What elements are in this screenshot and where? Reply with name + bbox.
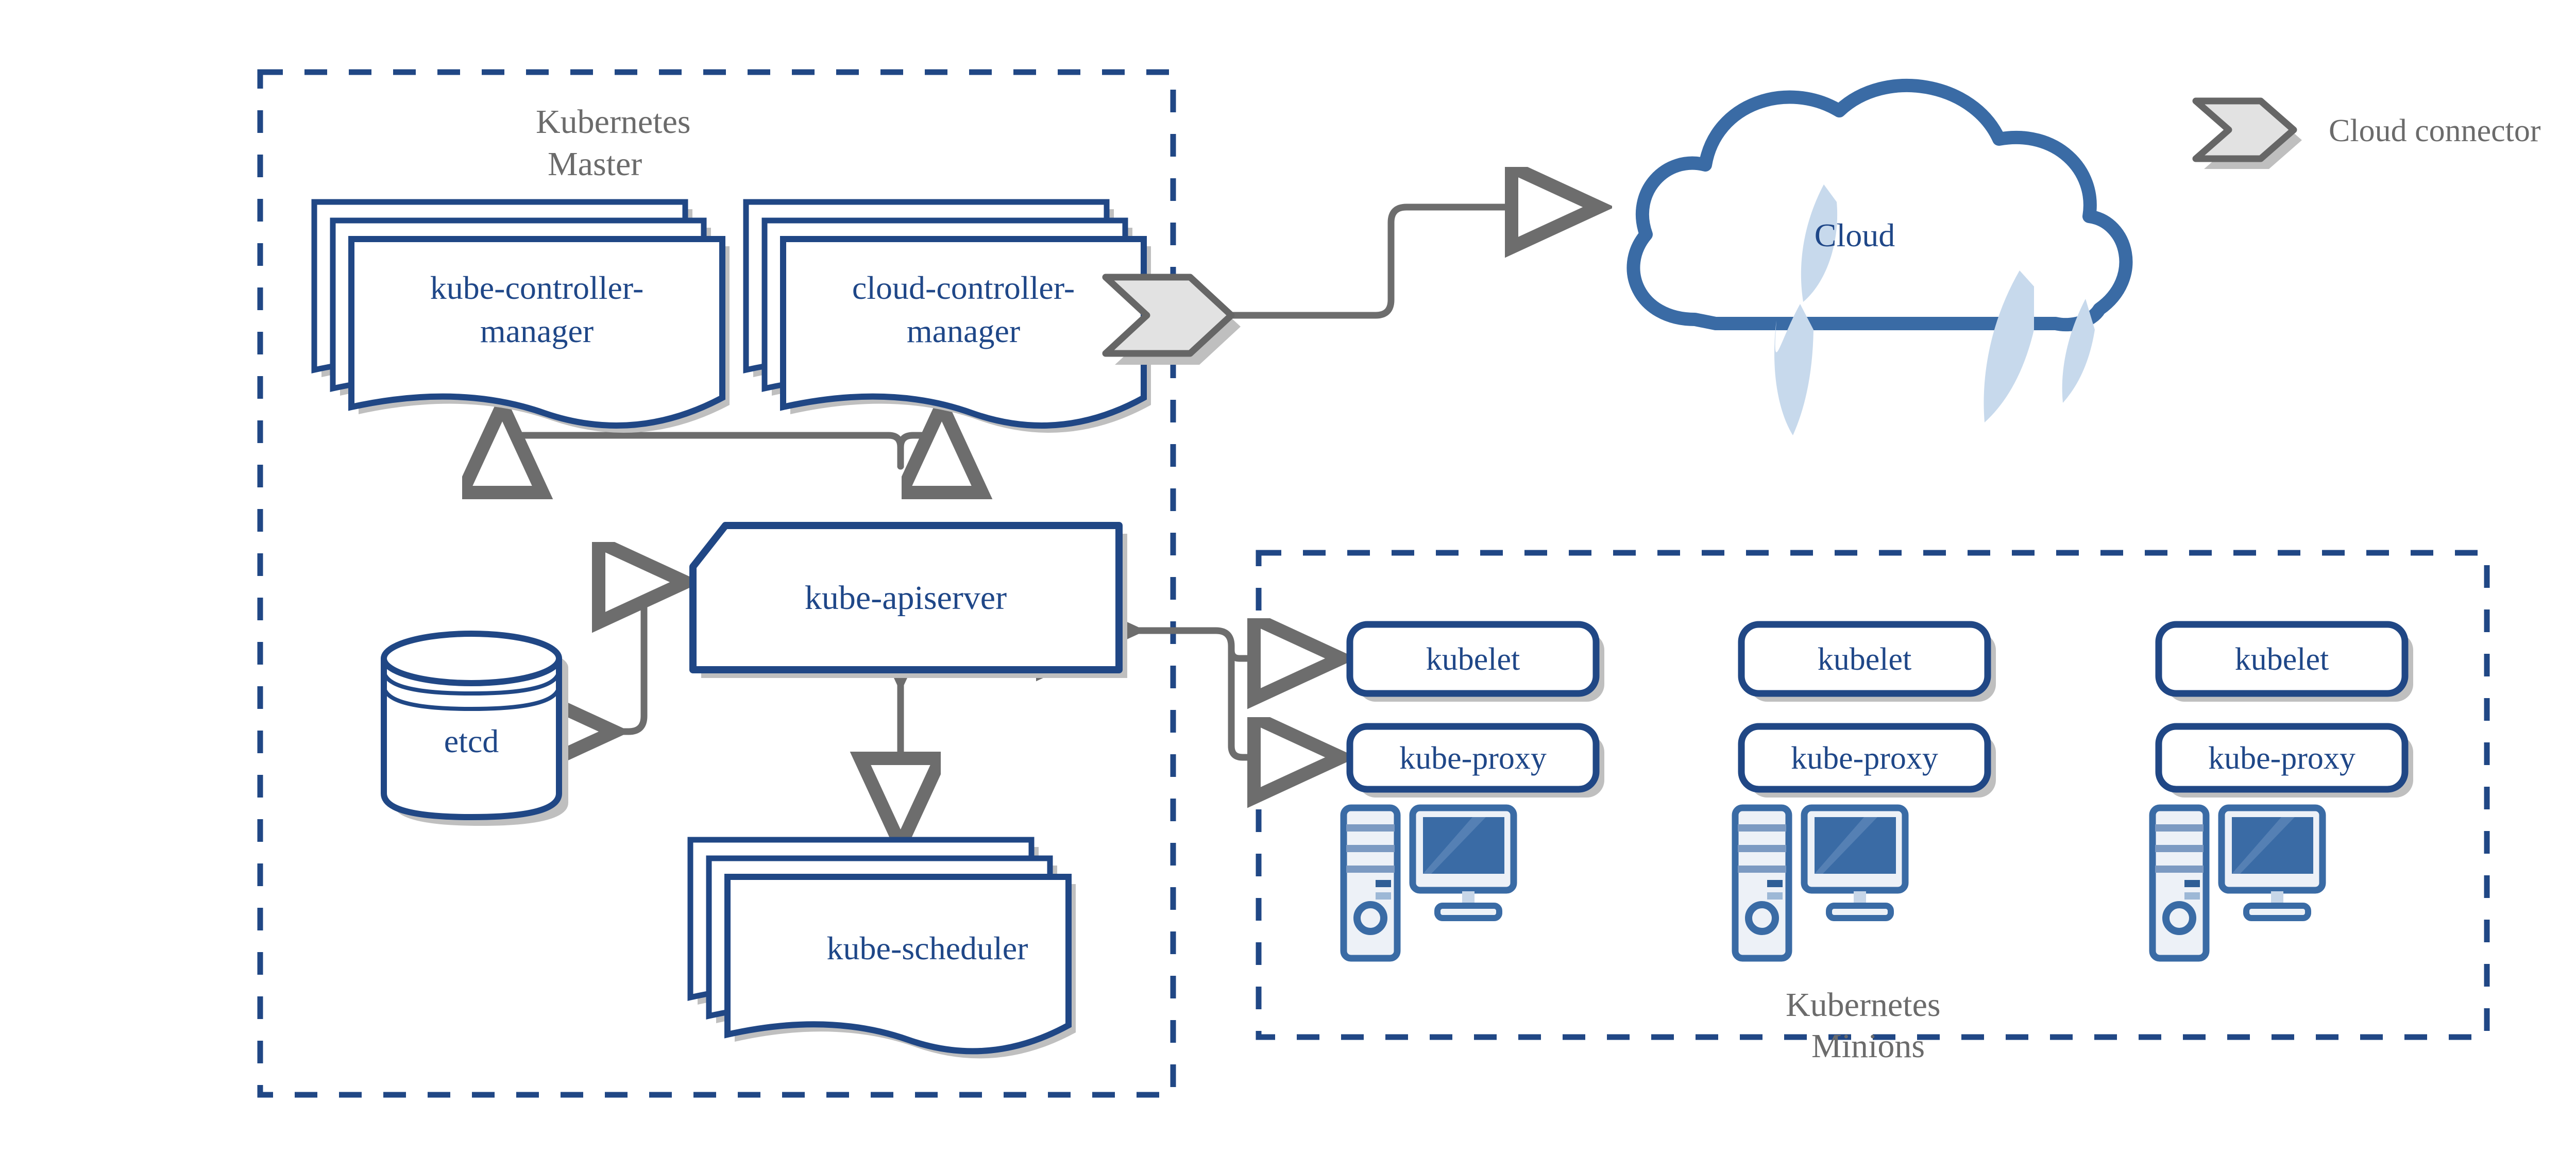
connectors-layer xyxy=(502,207,1592,839)
legend-cloud-connector: Cloud connector xyxy=(2192,97,2541,169)
connector-etcd-apiserver xyxy=(608,582,679,732)
kubelet-box[interactable] xyxy=(1738,621,1991,697)
legend-chevron-icon xyxy=(2192,97,2297,162)
group-kubernetes-master: Kubernetes Master xyxy=(257,69,1176,1098)
node-etcd[interactable]: etcd xyxy=(381,631,568,826)
node-kube-scheduler[interactable]: kube-scheduler xyxy=(687,837,1076,1059)
connector-apiserver-to-ccm xyxy=(897,412,942,466)
cloud-highlight-3 xyxy=(1984,270,2034,422)
computer-node-icon xyxy=(1340,804,1517,962)
doc-sheet-front xyxy=(724,874,1072,1055)
etcd-rim-line-2 xyxy=(382,685,561,711)
computer-node-icon xyxy=(2149,804,2326,962)
minions-dashed-border xyxy=(1256,550,2490,1040)
connector-apiserver-split-trunk xyxy=(1123,631,1235,650)
connector-to-kubelet xyxy=(1228,650,1334,658)
kubelet-label: kubelet xyxy=(1818,642,1912,677)
master-dashed-border xyxy=(257,69,1176,1098)
master-label-line1: Kubernetes xyxy=(536,103,691,141)
scheduler-label: kube-scheduler xyxy=(827,930,1028,967)
connector-to-kube-proxy xyxy=(1228,647,1334,757)
kubelet-box[interactable] xyxy=(1346,621,1600,697)
cloud-highlight-4 xyxy=(2062,299,2095,403)
computer-node-icon xyxy=(1732,804,1909,962)
node-cloud-controller-manager[interactable]: cloud-controller- manager xyxy=(743,199,1151,433)
minions-label-line2: Minions xyxy=(1811,1027,1925,1065)
kube-proxy-label: kube-proxy xyxy=(1399,741,1547,776)
ccm-label-line2: manager xyxy=(907,313,1020,349)
minion-node-2[interactable]: kubelet kube-proxy xyxy=(1732,621,1996,962)
node-kube-apiserver[interactable]: kube-apiserver xyxy=(689,522,1127,678)
kcm-label-line2: manager xyxy=(480,313,594,349)
minion-node-1[interactable]: kubelet kube-proxy xyxy=(1340,621,1604,962)
etcd-body xyxy=(381,655,562,820)
ccm-label-line1: cloud-controller- xyxy=(852,269,1075,306)
apiserver-box xyxy=(689,522,1123,673)
etcd-top-ellipse xyxy=(381,631,562,686)
kcm-label-line1: kube-controller- xyxy=(430,269,644,306)
kube-proxy-box[interactable] xyxy=(2155,723,2409,793)
node-cloud[interactable]: Cloud xyxy=(1626,78,2133,435)
group-kubernetes-minions: Kubernetes Minions xyxy=(1256,550,2490,1065)
kubelet-label: kubelet xyxy=(2235,642,2329,677)
master-label-line2: Master xyxy=(548,145,642,183)
cloud-label: Cloud xyxy=(1815,217,1895,253)
connector-ccm-to-cloud xyxy=(1162,207,1592,319)
kube-proxy-label: kube-proxy xyxy=(2208,741,2355,776)
cloud-highlight-2 xyxy=(1774,304,1814,435)
minions-label-line1: Kubernetes xyxy=(1786,986,1941,1024)
kube-proxy-box[interactable] xyxy=(1346,723,1600,793)
minion-node-3[interactable]: kubelet kube-proxy xyxy=(2149,621,2413,962)
doc-sheet-front xyxy=(780,236,1147,429)
kube-proxy-label: kube-proxy xyxy=(1791,741,1938,776)
cloud-outline xyxy=(1626,78,2133,332)
cloud-connector-icon xyxy=(1102,274,1241,365)
kubelet-label: kubelet xyxy=(1426,642,1520,677)
apiserver-label: kube-apiserver xyxy=(805,579,1007,617)
node-kube-controller-manager[interactable]: kube-controller- manager xyxy=(311,199,730,433)
cloud-highlight-1 xyxy=(1801,184,1838,302)
etcd-label: etcd xyxy=(444,723,499,759)
etcd-rim-line-1 xyxy=(382,669,561,696)
kube-proxy-box[interactable] xyxy=(1738,723,1991,793)
cloud-connector-chevron xyxy=(1102,274,1235,357)
doc-sheet-front xyxy=(348,236,725,429)
legend-label: Cloud connector xyxy=(2329,113,2541,148)
kubelet-box[interactable] xyxy=(2155,621,2409,697)
